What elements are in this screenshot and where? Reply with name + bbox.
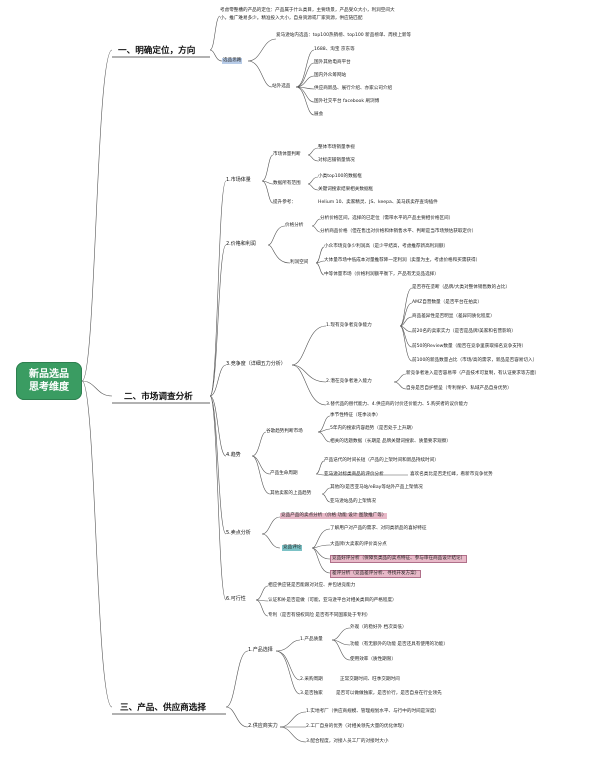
list-item: AMZ自营数量（是否平台在拍卖） — [412, 300, 482, 305]
list-item: 1.实地考厂（供应商规模、管理规划水平、与行中的时间是深度） — [306, 709, 440, 714]
list-item: 亚马逊站品的上架情况 — [330, 499, 376, 504]
s1-note-line-1: 考虑零整槽的产品的定位：产品属于什么类目，主要场景，产品受众大小，利润空间大 — [220, 8, 395, 13]
xuanpin-label[interactable]: 选品思路 — [222, 58, 243, 64]
list-item: 产品迭代的时间长短（产品的上架时间和新品持续时间） — [324, 458, 439, 463]
list-item: 分析价格区间，选择的已定位（需带水平的产品主要相价格区间） — [320, 216, 454, 221]
product-selection-label[interactable]: 1.产品选择 — [248, 647, 273, 653]
purchase-cycle[interactable]: 2.采购周期 — [300, 677, 323, 682]
s1-note-line-2: 小，推广难易多少。精准投入大小，自身资源或厂家资源，供应链匹配 — [220, 16, 363, 21]
list-item: 大品牌/大卖家的评价高分点 — [330, 542, 387, 547]
tool-reference: Helium 10、卖家精灵、JS、keepa、美马跃卖存查询插件 — [318, 200, 438, 205]
list-item: 了解用户对产品的需求、对同类新品的喜好特征 — [330, 526, 427, 531]
amazon-internal-selection: 爱马逊站内选品：top100热销榜、top100 新品榜单、周榜上新等 — [276, 33, 412, 38]
competition-label[interactable]: 3.竞争度（详细五力分析） — [226, 361, 286, 367]
list-item: 3.配合程度，对接人员工厂的对接时大小 — [306, 739, 389, 744]
list-item: 相应供应链是否能跟对对应、并包进竞能力 — [268, 583, 356, 588]
root-topic[interactable]: 新品选品 思考维度 — [16, 362, 82, 400]
competitor-reviews[interactable]: 竞品评论 — [282, 545, 303, 551]
list-item: 竞品好评分析（保障负类品的卖点特征、参与审在商品设计结论） — [330, 555, 468, 563]
list-item: 其他的/是否亚马站/eBay等站外产品上架情况 — [330, 485, 423, 490]
price-profit-label[interactable]: 2.价格和利润 — [226, 241, 256, 247]
external-selection-label[interactable]: 站外选品 — [272, 84, 291, 89]
list-item: 前100的新品数量占比（市场/高的需求，新品是否容易切入） — [412, 358, 538, 363]
section-3-title[interactable]: 三、产品、供应商选择 — [120, 703, 206, 713]
root-line-2: 思考维度 — [29, 382, 69, 393]
list-item: 认证和补是否是做（可能，亚马逊平台对相关类目的严格程度） — [268, 598, 397, 603]
product-lifecycle[interactable]: 产品生命周期 — [270, 471, 298, 476]
feasibility-label[interactable]: 6.可行性 — [226, 596, 246, 602]
list-item: 喜欢名类比是否走红峰，看新市竞争优势 — [410, 472, 493, 477]
list-item: 差评分析（竞品差评分析、寻找开发方案） — [330, 570, 422, 578]
google-trends[interactable]: 谷歌趋势判断市场 — [266, 429, 303, 434]
list-item: 亚马逊对标类商品的评价分析 — [324, 472, 384, 477]
list-item: 自身是否自护壁垒（专利保护、私域产品自身优势） — [406, 386, 512, 391]
external-item: 供应商新品、展行介绍、亦家公司介绍 — [314, 86, 393, 91]
seller-trends[interactable]: 其他卖家的上品趋势 — [270, 491, 312, 496]
section-2-title[interactable]: 二、市场调查分析 — [124, 392, 193, 402]
market-volume-label[interactable]: 1.市场体量 — [226, 177, 251, 183]
external-item: 展会 — [314, 112, 324, 117]
external-item: 国内外众筹网站 — [314, 73, 347, 78]
list-item: 是否可以做做独家，是否价行，是否自身在行业领先 — [336, 691, 442, 696]
list-item: 前50的Review数量（能否在竞争里获取排名竞争支持） — [412, 344, 527, 349]
list-item: 功能（有无额外的功能 是否还具有使用的功能） — [350, 642, 448, 647]
external-item: 1688、淘宝 京东等 — [314, 47, 355, 52]
list-item: 专利（是否有侵权风险 是否有不同国家处于专利） — [268, 613, 371, 618]
list-item: 正常交期时间、旺季交期时间 — [340, 677, 400, 682]
list-item: 关键词搜索结果相关数据框 — [318, 187, 374, 192]
market-volume-judge[interactable]: 市场体量判断 — [273, 152, 301, 157]
price-analysis[interactable]: 价格分析 — [285, 223, 304, 228]
list-item: 整体市场销量季视 — [318, 145, 355, 150]
selling-point-label[interactable]: 5.卖点分析 — [226, 530, 251, 536]
list-item: 5年内的搜索内容趋势（是否处于上升期） — [330, 426, 416, 431]
list-item: 小类top100的数据框 — [318, 174, 362, 179]
list-item: 大体量市场中低成本对量推荐降一定利润（卖量为主，考虑价格和买需获得） — [324, 258, 481, 263]
list-item: 商品差异性是否明显（差异同质化程度） — [412, 314, 495, 319]
list-item: 外观（的稳好外 档次高低） — [350, 625, 407, 630]
list-item: 季节性特征（旺季淡季） — [330, 413, 381, 418]
competitor-selling-points[interactable]: 竞品产品的卖点分析（价格 功能 设计 图放推广等） — [280, 513, 388, 519]
exclusive[interactable]: 3.是否独家 — [300, 691, 323, 696]
list-item: 使用效率（质性期限） — [350, 657, 396, 662]
external-item: 国外社交平台 facebook 刷浏博 — [314, 99, 380, 104]
product-quality[interactable]: 1.产品质量 — [300, 637, 323, 642]
root-line-1: 新品选品 — [29, 369, 69, 380]
list-item: 是否存在垄断（品牌/大类对整体销售数的占比） — [412, 285, 511, 290]
profit-space[interactable]: 利润空间 — [290, 260, 309, 265]
list-item: 前20名的卖家实力（是否是品牌/美家和名营影响） — [412, 329, 516, 334]
list-item: 新竞争者进入是否容易带（产品技术可复制，有认证要求等方面） — [406, 371, 540, 376]
list-item: 对标店铺销量情况 — [318, 158, 355, 163]
list-item: 小众市场竞争少利润高（是少平结高，考虑推荐新高利润额） — [324, 244, 449, 249]
list-item: 2.工厂自身的优势（对相关领先大量的优化体现） — [306, 724, 407, 729]
list-item: 分析商品价格（但在售出对价格和体销售水平、判断是当市场预估获取定价） — [320, 229, 477, 234]
existing-competitors[interactable]: 1.现有竞争者竞争能力 — [326, 323, 372, 328]
tool-reference-label[interactable]: 提升参考： — [273, 200, 296, 205]
potential-competitors[interactable]: 2.潜在竞争者进入能力 — [326, 379, 372, 384]
list-item: 中等体量市场（价格利润额平衡下，产品有无竞品选择） — [324, 272, 439, 277]
supplier-strength-label[interactable]: 2.供应商实力 — [248, 723, 278, 729]
section-1-title[interactable]: 一、明确定位，方向 — [118, 46, 196, 56]
list-item: 相关的话题数据（长期是 品牌关键词搜索、质量要求观察） — [330, 439, 451, 444]
trend-label[interactable]: 4.趋势 — [226, 452, 241, 458]
external-item: 国外其他电商平台 — [314, 60, 351, 65]
data-range[interactable]: 数据所有范围 — [273, 181, 301, 186]
other-forces[interactable]: 3.替代品的替代能力、4.供应商的讨价还价能力、5.购买者的议价能力 — [326, 402, 468, 407]
